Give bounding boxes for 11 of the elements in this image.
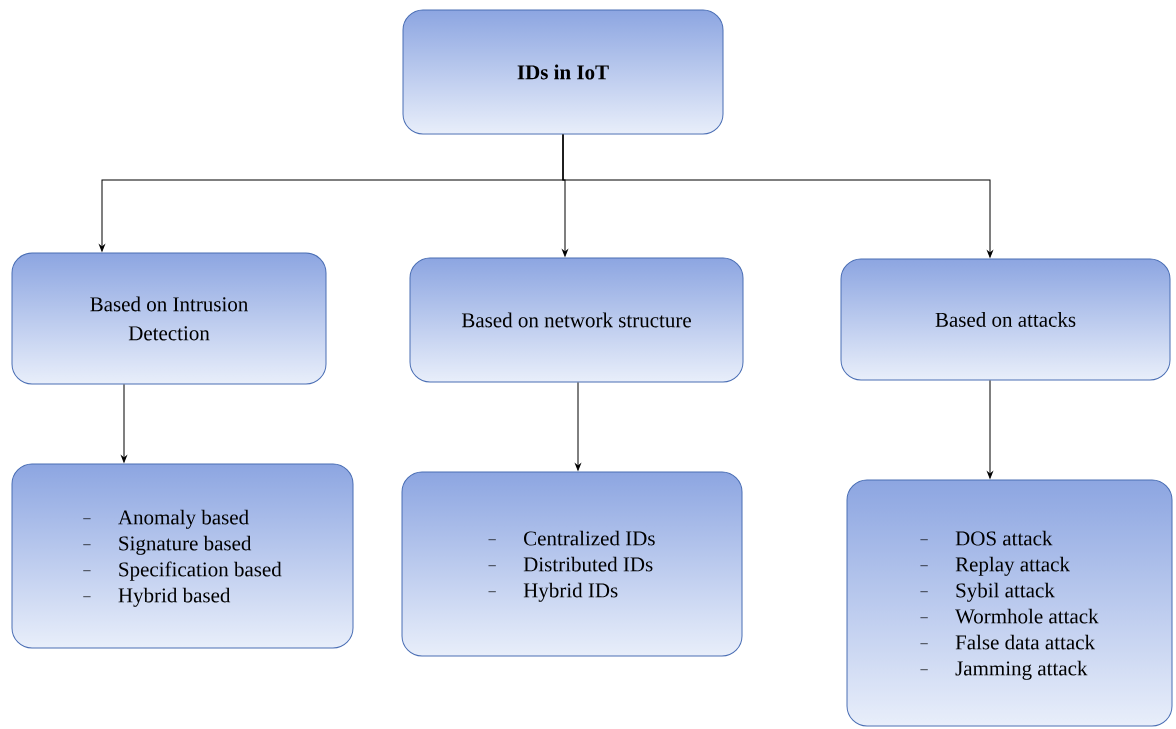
list-box: Centralized IDs Distributed IDs Hybrid IDs	[401, 471, 743, 657]
category-box: Based on attacks	[840, 258, 1171, 381]
category-box: Based on Intrusion Detection	[11, 252, 327, 385]
category-box: Based on network structure	[409, 257, 744, 383]
title-box: IDs in IoT	[402, 9, 724, 135]
list-box: DOS attack Replay attack Sybil attack Wormhole attack False data attack Jamming attack	[846, 479, 1173, 727]
arrow	[562, 134, 993, 258]
arrow	[987, 380, 993, 479]
arrow	[575, 382, 581, 471]
list-box: Anomaly based Signature based Specification based Hybrid based	[11, 463, 354, 649]
arrow	[121, 384, 127, 463]
